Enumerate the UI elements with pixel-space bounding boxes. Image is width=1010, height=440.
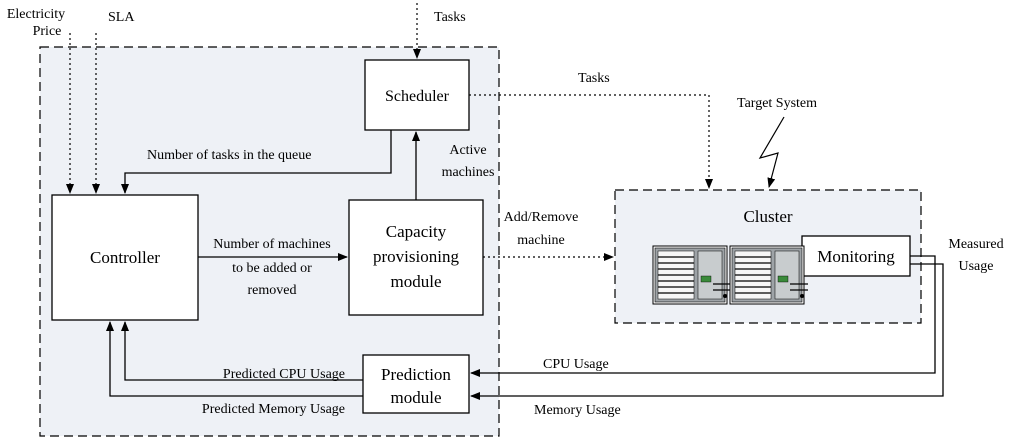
memory-usage-arrow <box>470 263 944 400</box>
cpu-usage-arrow <box>470 255 936 377</box>
server-icon <box>729 245 808 305</box>
prediction-label-1: Prediction <box>381 365 451 384</box>
measured-usage-label-2: Usage <box>959 259 994 274</box>
machines-added-label-1: Number of machines <box>213 237 330 252</box>
electricity-label-2: Price <box>33 24 62 39</box>
active-machines-label-1: Active <box>449 143 486 158</box>
active-machines-label-2: machines <box>442 165 495 180</box>
add-remove-label-1: Add/Remove <box>504 210 579 225</box>
monitoring-label: Monitoring <box>817 247 895 266</box>
cpu-usage-label: CPU Usage <box>543 357 609 372</box>
add-remove-label-2: machine <box>517 233 564 248</box>
prediction-label-2: module <box>391 388 442 407</box>
capacity-label-2: provisioning <box>373 247 459 266</box>
capacity-box <box>348 199 484 316</box>
tasks-top-label: Tasks <box>434 10 466 25</box>
predicted-cpu-label: Predicted CPU Usage <box>223 367 345 382</box>
tasks-to-cluster-arrow <box>469 94 713 189</box>
tasks-to-cluster-label: Tasks <box>578 71 610 86</box>
machines-added-label-3: removed <box>248 283 297 298</box>
predicted-memory-arrow <box>106 321 363 397</box>
predicted-cpu-arrow <box>121 321 363 381</box>
capacity-label-3: module <box>391 272 442 291</box>
prediction-box <box>362 354 470 414</box>
sla-label: SLA <box>108 10 135 25</box>
lightning-bolt-icon <box>758 116 785 188</box>
memory-usage-label: Memory Usage <box>534 403 621 418</box>
queue-label: Number of tasks in the queue <box>147 148 311 163</box>
measured-usage-label-1: Measured <box>948 237 1003 252</box>
predicted-memory-label: Predicted Memory Usage <box>202 402 345 417</box>
target-system-label: Target System <box>737 96 817 111</box>
machines-added-label-2: to be added or <box>232 261 312 276</box>
cluster-label: Cluster <box>743 207 792 226</box>
server-icon <box>652 245 731 305</box>
capacity-label-1: Capacity <box>386 222 447 241</box>
queue-arrow <box>121 130 392 194</box>
scheduler-box <box>364 59 470 131</box>
scheduler-label: Scheduler <box>385 88 450 105</box>
controller-box <box>51 194 199 321</box>
electricity-label-1: Electricity <box>7 7 65 22</box>
controller-label: Controller <box>90 248 160 267</box>
monitoring-box <box>801 235 911 277</box>
